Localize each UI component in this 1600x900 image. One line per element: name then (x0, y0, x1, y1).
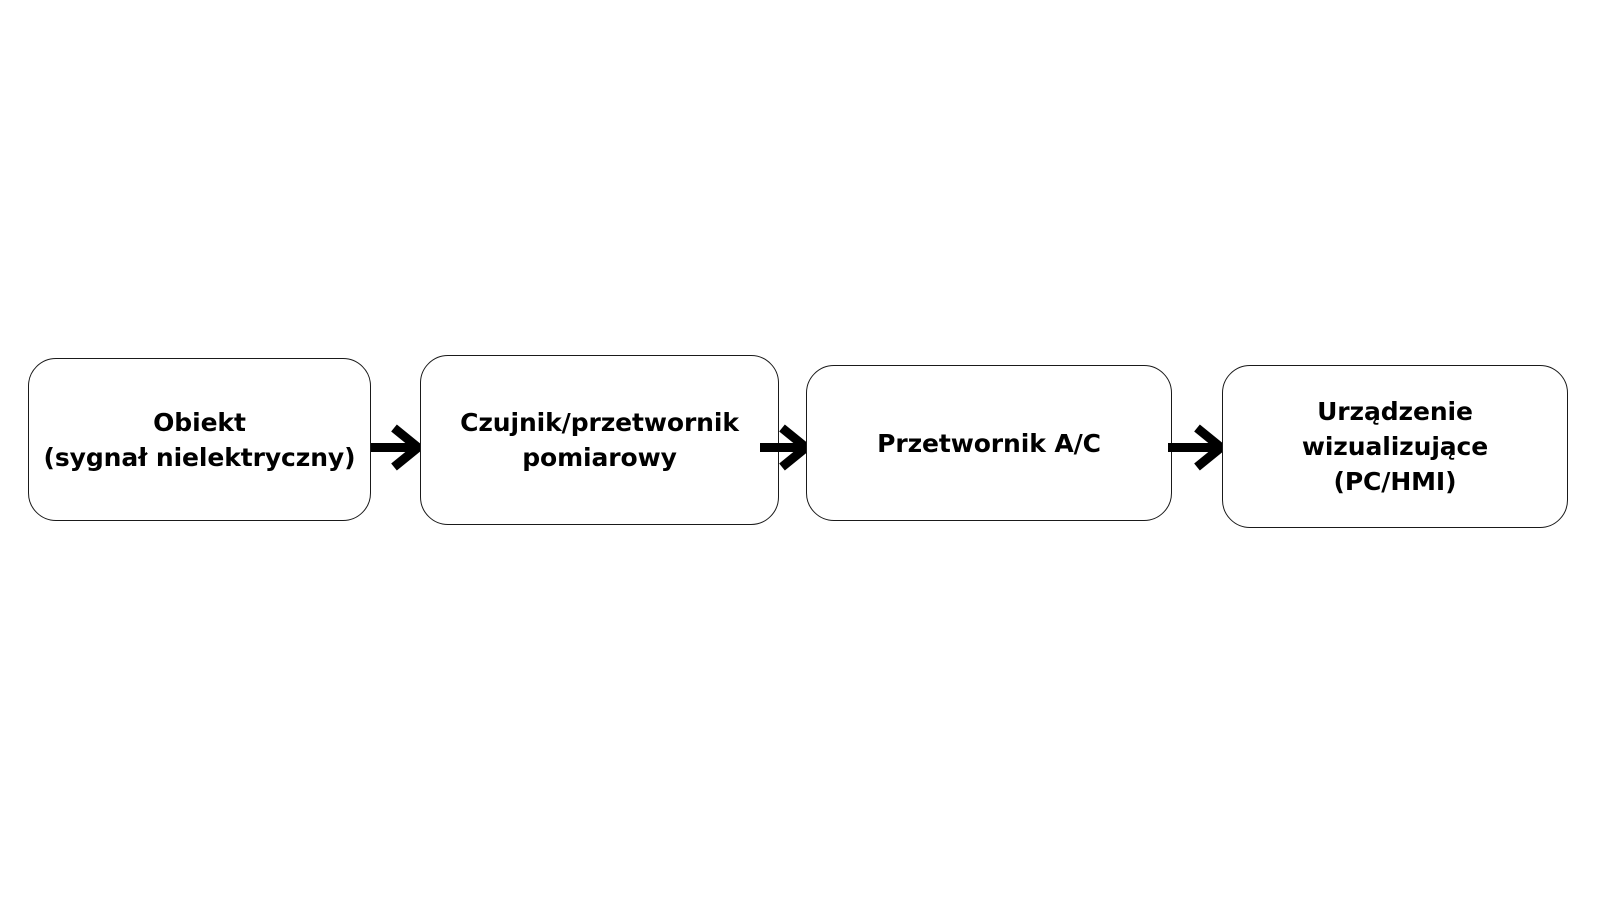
flow-node-display-label: Urządzenie wizualizujące (PC/HMI) (1301, 397, 1489, 496)
connector-sensor-to-adc (760, 424, 814, 471)
flow-node-sensor-label: Czujnik/przetwornik pomiarowy (460, 408, 739, 472)
arrowhead-icon (391, 424, 426, 471)
flow-node-object[interactable]: Obiekt (sygnał nielektryczny) (28, 358, 371, 521)
flow-node-display[interactable]: Urządzenie wizualizujące (PC/HMI) (1222, 365, 1568, 528)
arrowhead-icon (1194, 424, 1229, 471)
connector-adc-to-display (1168, 424, 1229, 471)
connector-object-to-sensor (371, 424, 426, 471)
flow-node-adc[interactable]: Przetwornik A/C (806, 365, 1172, 521)
flow-node-object-label: Obiekt (sygnał nielektryczny) (43, 407, 356, 472)
flow-node-sensor[interactable]: Czujnik/przetwornik pomiarowy (420, 355, 779, 525)
flow-node-adc-label: Przetwornik A/C (877, 428, 1101, 458)
